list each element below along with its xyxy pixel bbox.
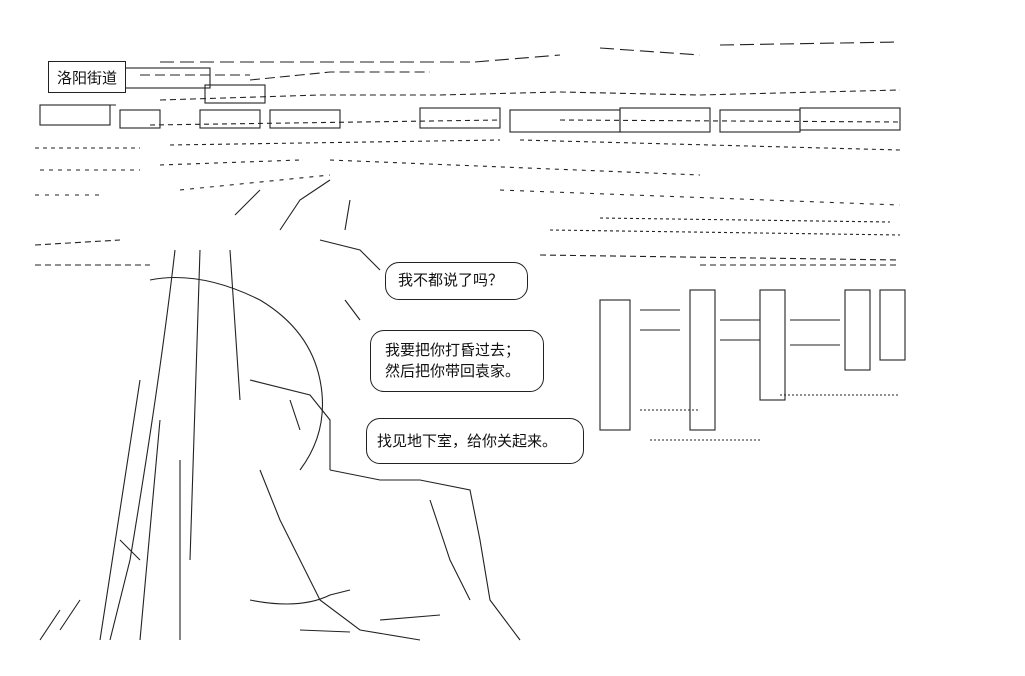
speech-bubble-2: 我要把你打昏过去； 然后把你带回袁家。 <box>370 330 544 392</box>
speech-line: 我要把你打昏过去； <box>385 341 521 359</box>
speech-line: 然后把你带回袁家。 <box>385 362 521 380</box>
speech-line: 我不都说了吗？ <box>398 271 504 289</box>
speech-bubble-3: 找见地下室，给你关起来。 <box>366 418 584 464</box>
location-label: 洛阳街道 <box>48 61 126 93</box>
location-label-text: 洛阳街道 <box>56 68 117 87</box>
speech-line: 找见地下室，给你关起来。 <box>377 432 558 450</box>
speech-bubble-1: 我不都说了吗？ <box>385 262 528 300</box>
